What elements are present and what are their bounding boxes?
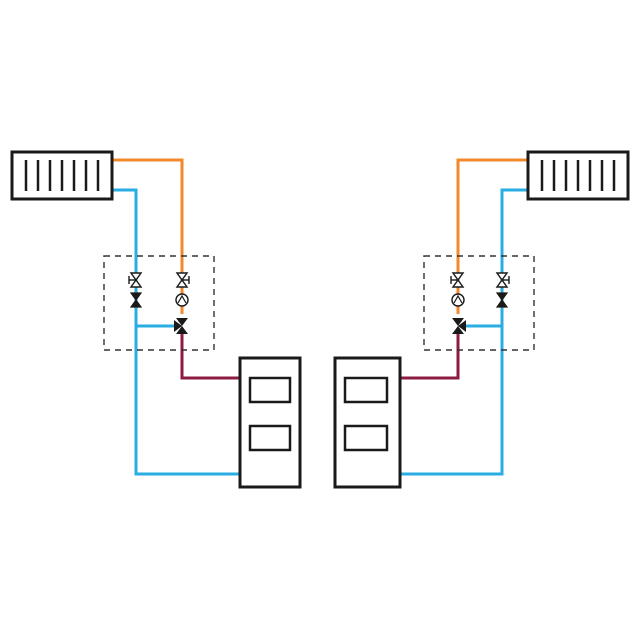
right-heating-circuit	[333, 150, 630, 489]
boiler-pipe-right	[400, 334, 460, 380]
control-group-left	[103, 255, 215, 351]
return-pipe-right	[400, 188, 528, 476]
boiler-pipe-left	[180, 334, 240, 380]
control-group-right	[423, 255, 535, 351]
check-valve-icon	[130, 292, 142, 308]
radiator-right	[526, 150, 630, 201]
supply-pipe-left	[112, 158, 184, 314]
return-pipe-left	[112, 188, 240, 476]
radiator-left	[10, 150, 114, 201]
gate-valve-icon	[450, 272, 464, 288]
three-way-mixing-valve-icon	[174, 318, 188, 334]
boiler-right	[333, 356, 402, 489]
supply-pipe-right	[456, 158, 528, 314]
gate-valve-icon	[128, 272, 142, 288]
pump-icon	[451, 293, 465, 307]
three-way-mixing-valve-icon	[452, 318, 466, 334]
gate-valve-icon	[176, 272, 190, 288]
pump-icon	[175, 293, 189, 307]
check-valve-icon	[496, 292, 508, 308]
left-heating-circuit	[10, 150, 302, 489]
gate-valve-icon	[496, 272, 510, 288]
boiler-left	[238, 356, 302, 489]
